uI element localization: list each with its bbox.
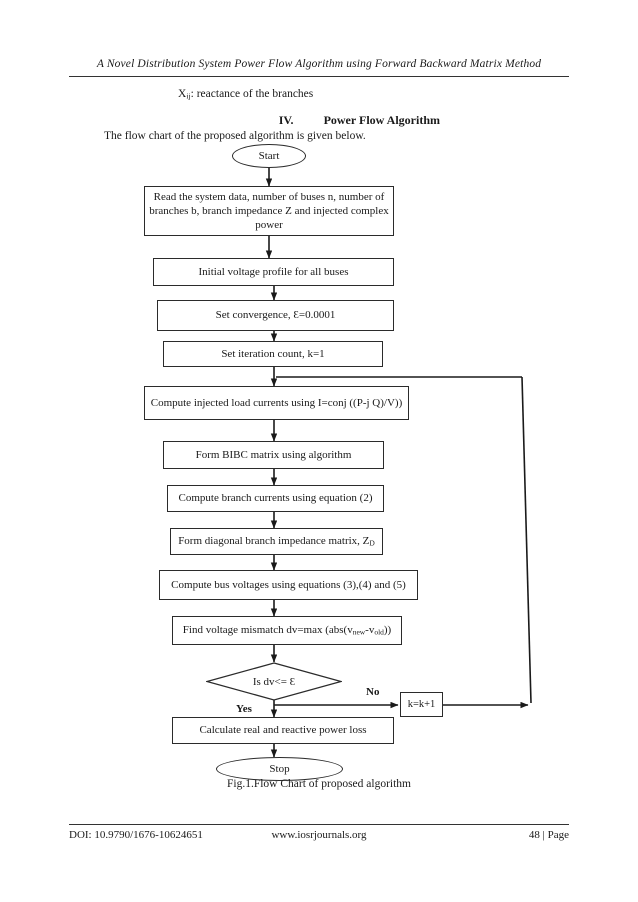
flow-node-power-loss[interactable]: Calculate real and reactive power loss (172, 717, 394, 744)
flow-node-read-data[interactable]: Read the system data, number of buses n,… (144, 186, 394, 236)
flow-node-bus-voltages-label: Compute bus voltages using equations (3)… (171, 578, 406, 591)
flow-node-start-label: Start (258, 150, 280, 162)
footer-rule (69, 824, 569, 825)
mismatch-post: )) (383, 624, 392, 637)
flow-node-decision[interactable]: Is dv<= Ɛ (206, 662, 342, 701)
nomenclature-subscript: ij (186, 91, 191, 101)
flow-node-decision-label: Is dv<= Ɛ (252, 675, 296, 688)
header-rule (69, 76, 569, 77)
figure-caption: Fig.1.Flow Chart of proposed algorithm (227, 778, 411, 790)
flow-node-increment-k-label: k=k+1 (407, 698, 436, 710)
decision-diamond-shape (206, 662, 342, 701)
mismatch-mid: -v (365, 624, 375, 637)
zd-prefix: Form diagonal branch impedance matrix, Z (178, 535, 370, 548)
flow-node-bibc-matrix[interactable]: Form BIBC matrix using algorithm (163, 441, 384, 469)
footer-page-number: 48 | Page (528, 829, 569, 841)
flow-node-voltage-mismatch[interactable]: Find voltage mismatch dv=max (abs(vnew-v… (172, 616, 402, 645)
flow-node-zd-matrix-label: Form diagonal branch impedance matrix, Z… (178, 534, 375, 548)
flow-node-increment-k[interactable]: k=k+1 (400, 692, 443, 717)
nomenclature-line: Xij: reactance of the branches (178, 88, 313, 101)
footer-site[interactable]: www.iosrjournals.org (271, 829, 367, 841)
page-footer: DOI: 10.9790/1676-10624651 www.iosrjourn… (69, 829, 569, 841)
section-heading: IV. Power Flow Algorithm (100, 113, 440, 128)
flow-node-start[interactable]: Start (232, 144, 306, 168)
footer-doi: DOI: 10.9790/1676-10624651 (69, 829, 203, 841)
flow-node-convergence[interactable]: Set convergence, Ɛ=0.0001 (157, 300, 394, 331)
flow-node-read-data-label: Read the system data, number of buses n,… (149, 190, 389, 232)
mismatch-sub-new: new (352, 628, 366, 638)
mismatch-sub-old: old (374, 628, 384, 638)
nomenclature-text: : reactance of the branches (190, 88, 314, 100)
flow-node-iteration-count-label: Set iteration count, k=1 (221, 347, 325, 360)
flow-node-branch-currents[interactable]: Compute branch currents using equation (… (167, 485, 384, 512)
flow-node-branch-currents-label: Compute branch currents using equation (… (178, 492, 373, 505)
flow-node-injected-currents[interactable]: Compute injected load currents using I=c… (144, 386, 409, 420)
nomenclature-symbol: X (178, 88, 187, 100)
section-title: Power Flow Algorithm (323, 113, 440, 127)
flow-node-convergence-label: Set convergence, Ɛ=0.0001 (215, 309, 336, 322)
flow-node-zd-matrix[interactable]: Form diagonal branch impedance matrix, Z… (170, 528, 383, 555)
flow-node-bibc-matrix-label: Form BIBC matrix using algorithm (195, 448, 352, 461)
flow-node-initial-voltage[interactable]: Initial voltage profile for all buses (153, 258, 394, 286)
flow-node-stop-label: Stop (269, 763, 290, 775)
mismatch-pre: Find voltage mismatch dv=max (abs(v (182, 624, 353, 637)
flow-node-injected-currents-label: Compute injected load currents using I=c… (150, 396, 403, 409)
flow-node-initial-voltage-label: Initial voltage profile for all buses (198, 265, 349, 278)
section-number: IV. (278, 113, 294, 127)
running-head: A Novel Distribution System Power Flow A… (96, 58, 542, 70)
flow-node-voltage-mismatch-label: Find voltage mismatch dv=max (abs(vnew-v… (183, 623, 391, 637)
edge-label-yes: Yes (236, 703, 252, 715)
lead-paragraph: The flow chart of the proposed algorithm… (104, 130, 366, 142)
flow-node-bus-voltages[interactable]: Compute bus voltages using equations (3)… (159, 570, 418, 600)
zd-subscript: D (369, 539, 375, 549)
edge-label-no: No (366, 686, 380, 698)
flow-node-stop[interactable]: Stop (216, 757, 343, 781)
flow-node-iteration-count[interactable]: Set iteration count, k=1 (163, 341, 383, 367)
flow-node-power-loss-label: Calculate real and reactive power loss (199, 724, 367, 737)
